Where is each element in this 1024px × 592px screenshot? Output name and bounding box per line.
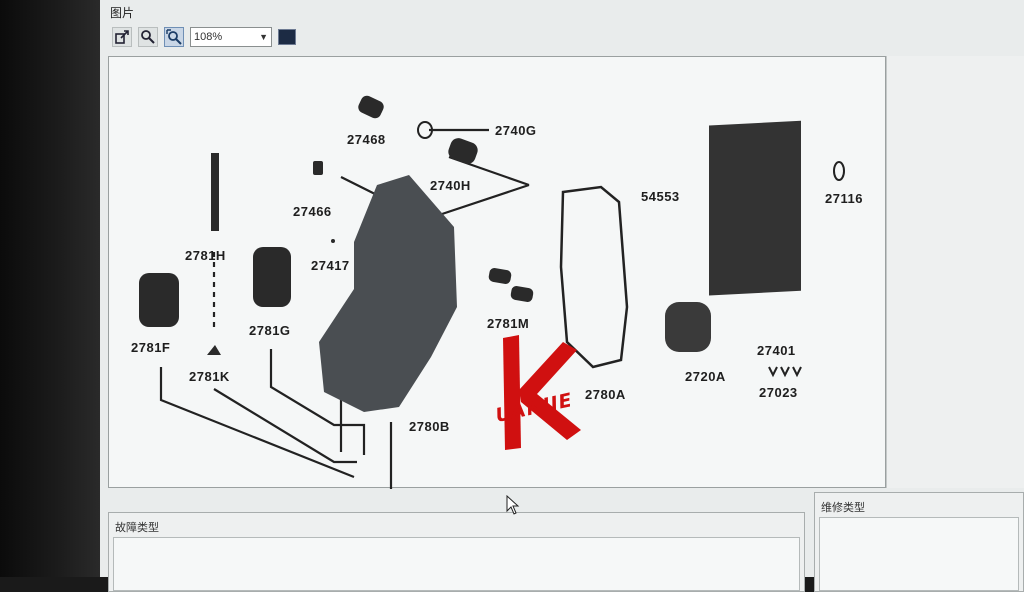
label-27116: 27116 (825, 191, 863, 206)
part-2781M-b (510, 285, 534, 303)
save-icon[interactable] (278, 29, 296, 45)
application-window: 图片 108% ▼ (100, 0, 1024, 592)
part-2780A (559, 185, 629, 369)
chevron-down-icon: ▼ (259, 32, 268, 42)
label-2720A: 2720A (685, 369, 726, 384)
part-2781G (253, 247, 291, 307)
monitor-bezel (0, 0, 100, 577)
part-2781F (139, 273, 179, 327)
repair-type-title: 维修类型 (821, 501, 865, 514)
zoom-level-value: 108% (194, 31, 223, 43)
label-2740G: 2740G (495, 123, 537, 138)
part-2781M-a (488, 267, 512, 285)
part-2780B (319, 175, 457, 412)
fit-window-icon (115, 30, 129, 44)
label-27417: 27417 (311, 258, 350, 273)
label-2740H: 2740H (430, 178, 471, 193)
parts-diagram-canvas: 27468 2740G 2740H 27466 2781H 27417 2781… (108, 56, 886, 489)
zoom-area-icon (166, 29, 182, 45)
fault-type-section: 故障类型 (108, 512, 805, 592)
leader-line (213, 388, 357, 464)
part-27116 (833, 161, 845, 181)
zoom-area-button[interactable] (164, 27, 184, 47)
leader-line (269, 349, 366, 455)
part-2740H (448, 138, 478, 164)
part-54553 (709, 120, 801, 296)
part-shapes (139, 95, 845, 412)
part-2740G (417, 121, 433, 139)
label-27023: 27023 (759, 385, 798, 400)
repair-type-section: 维修类型 (814, 492, 1024, 592)
panel-title: 图片 (110, 6, 135, 20)
label-27401: 27401 (757, 343, 796, 358)
label-2781K: 2781K (189, 369, 230, 384)
label-2781M: 2781M (487, 316, 530, 331)
watermark-letter-shape (503, 335, 521, 450)
label-27466: 27466 (293, 204, 332, 219)
leader-line (159, 367, 355, 479)
zoom-icon (141, 30, 155, 44)
label-54553: 54553 (641, 189, 680, 204)
mouse-cursor-icon (506, 495, 520, 515)
label-27468: 27468 (347, 132, 386, 147)
part-2781K (207, 345, 221, 355)
zoom-button[interactable] (138, 27, 158, 47)
label-2781G: 2781G (249, 323, 291, 338)
parts-diagram (139, 95, 845, 489)
label-2780B: 2780B (409, 419, 450, 434)
label-2781H: 2781H (185, 248, 226, 263)
part-27023 (768, 366, 802, 378)
fault-type-list[interactable] (113, 537, 800, 591)
watermark-letter-shape (519, 342, 581, 440)
label-2781F: 2781F (131, 340, 171, 355)
part-2781H (211, 153, 219, 231)
fit-window-button[interactable] (112, 27, 132, 47)
watermark-letter: K (505, 305, 516, 324)
right-side-pane (886, 56, 1024, 488)
part-2720A (665, 302, 711, 352)
fault-type-title: 故障类型 (115, 521, 159, 534)
image-toolbar: 108% ▼ (112, 26, 296, 48)
part-27417 (331, 239, 335, 243)
zoom-level-select[interactable]: 108% ▼ (190, 27, 272, 47)
watermark-logo: K (503, 305, 581, 450)
part-27468 (358, 95, 384, 119)
repair-type-list[interactable] (819, 517, 1019, 591)
part-27466 (313, 161, 323, 175)
label-2780A: 2780A (585, 387, 626, 402)
